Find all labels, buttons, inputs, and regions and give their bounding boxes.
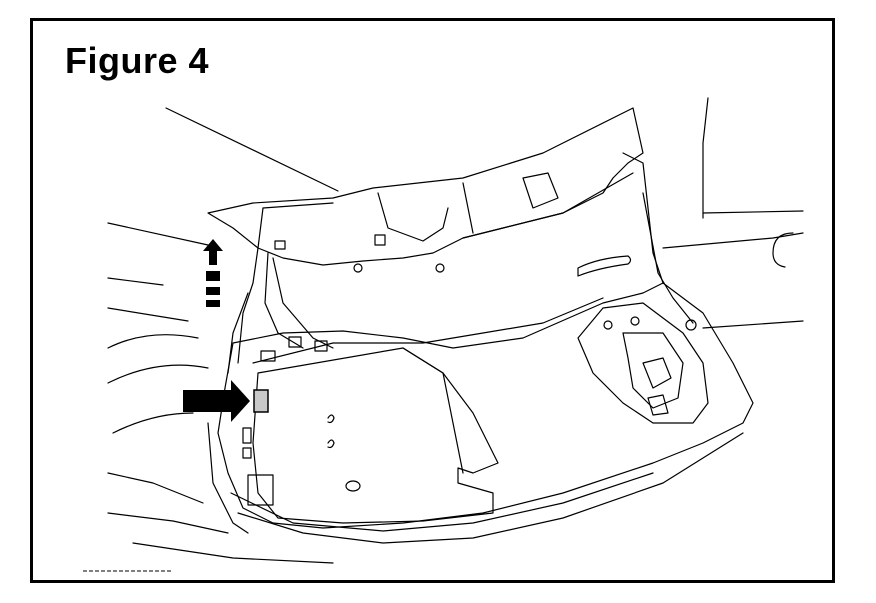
left-lower-2 <box>107 512 229 534</box>
right-vent <box>577 255 632 277</box>
right-arrow-icon <box>183 380 250 422</box>
plate-mark-1 <box>327 414 335 424</box>
connector-detail-2 <box>647 394 669 416</box>
harness-right <box>642 192 694 324</box>
lower-sweep-2 <box>230 472 654 532</box>
small-clip-a <box>242 427 252 444</box>
figure-title: Figure 4 <box>65 40 210 81</box>
main-body-inner <box>252 297 604 364</box>
harness-left-2 <box>264 252 304 349</box>
plate-hole <box>345 480 361 492</box>
engine-bay-diagram <box>83 97 804 572</box>
harness-clip-2 <box>314 340 328 352</box>
plate-cut <box>402 347 464 474</box>
right-fender-curve <box>702 97 709 219</box>
left-lower-1 <box>107 472 204 504</box>
harness-left-4 <box>227 292 249 374</box>
top-grommet-1 <box>353 263 363 273</box>
upper-cover-slot <box>377 192 449 242</box>
upper-cover-rib <box>462 182 474 234</box>
left-lower-3 <box>132 542 334 564</box>
left-wheelwell-1 <box>107 334 199 349</box>
small-clip-b <box>242 447 252 459</box>
harness-clip-3 <box>260 350 276 362</box>
connector-pin-3 <box>685 319 697 331</box>
main-body-outline <box>217 282 754 529</box>
top-grommet-2 <box>435 263 445 273</box>
upper-cover-ridge <box>462 172 634 239</box>
up-arrow-icon <box>203 239 223 307</box>
right-edge-hook <box>772 232 794 268</box>
leader-line-top <box>165 107 339 192</box>
upper-cover-edge <box>257 202 334 249</box>
left-wheelwell-3 <box>112 412 194 434</box>
plate-mark-2 <box>327 439 335 449</box>
harness-clip-1 <box>288 336 302 348</box>
lower-box <box>247 474 274 506</box>
right-fender-3 <box>702 320 804 329</box>
upper-cover-rib-2 <box>522 172 559 209</box>
right-fender-1 <box>702 210 804 214</box>
harness-left-3 <box>272 257 334 349</box>
right-fender-2 <box>662 232 804 249</box>
connector-block <box>577 302 709 424</box>
harness-left-1 <box>237 247 259 364</box>
connector-pin-2 <box>630 316 640 326</box>
target-component <box>253 389 269 413</box>
leader-line-left-2 <box>107 277 164 286</box>
top-clip-1 <box>274 240 286 250</box>
top-clip-2 <box>374 234 386 246</box>
leader-line-left-1 <box>107 222 209 246</box>
right-bracket-upper <box>622 152 664 284</box>
left-wheelwell-2 <box>107 364 209 384</box>
figure-frame: Figure 4 <box>30 18 835 583</box>
upper-cover <box>207 107 644 266</box>
center-plate <box>252 347 499 524</box>
lower-sweep <box>237 432 744 544</box>
connector-detail-1 <box>642 357 672 389</box>
leader-line-left-3 <box>107 307 189 322</box>
left-vertical-bracket <box>207 422 249 534</box>
connector-pin-1 <box>603 320 613 330</box>
